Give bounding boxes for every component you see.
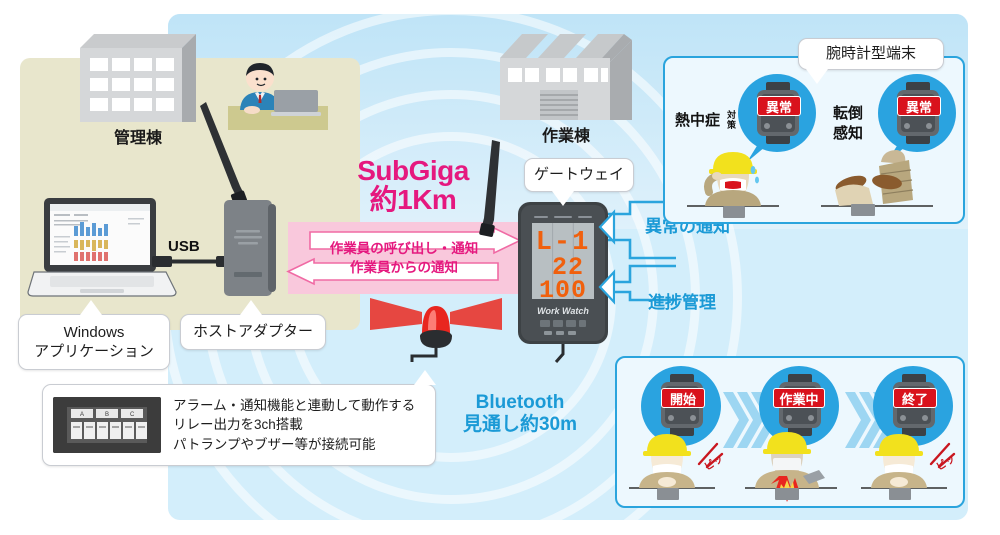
office-building-icon [80,30,196,122]
office-building-label: 管理棟 [113,130,162,147]
relay-output-callout-tail [414,370,436,385]
progress-badge-0: 開始 [661,388,705,408]
svg-text:C: C [130,412,135,418]
progress-badge-2: 終了 [893,388,937,408]
alert-item-label-0: 熱中症 [675,112,721,129]
relay-terminal-photo: A B C [53,397,161,453]
gateway-device: L-1 22 100 Work Watch [518,202,608,363]
subgiga-title: SubGiga [357,155,469,186]
bluetooth-label-block: Bluetooth 見通し約30m [430,392,610,436]
svg-text:L-1: L-1 [536,228,591,258]
windows-app-callout: Windows アプリケーション [18,314,170,370]
host-adapter-callout-tail [240,300,262,315]
alert-badge-0: 異常 [757,96,801,116]
rotating-beacon-icon [370,298,502,362]
windows-app-callout-tail [80,300,102,315]
subgiga-arrow-labels: 作業員の呼び出し・通知 作業員からの通知 [288,228,520,288]
worker-welding-illustration [745,432,837,502]
alert-badge-1: 異常 [897,96,941,116]
worker-fallen-illustration [821,150,933,216]
watch-bubble-tail-0 [747,136,771,162]
connector-bracket-alert [598,200,676,305]
host-adapter-callout-text: ホストアダプター [192,323,313,341]
windows-app-callout-text: Windows アプリケーション [34,323,154,360]
worker-finish-illustration [861,434,947,500]
svg-text:Work Watch: Work Watch [537,306,589,316]
progress-badge-1: 作業中 [773,388,825,408]
bluetooth-range: 見通し約30m [462,413,578,435]
subgiga-bidirectional-arrow [286,226,522,288]
arrow-label-to-worker: 作業員の呼び出し・通知 [329,240,479,256]
wristwatch-terminal-callout: 腕時計型端末 [798,38,944,70]
wristwatch-terminal-callout-text: 腕時計型端末 [825,45,916,63]
wristwatch-terminal-callout-tail [806,69,828,84]
beep-lines-2 [929,442,956,469]
worker-heatstroke-illustration [687,152,779,218]
svg-text:22: 22 [552,253,584,282]
relay-output-callout-text: アラーム・通知機能と連動して動作する リレー出力を3ch搭載 パトランプやブザー… [173,397,416,452]
operator-at-desk-illustration [228,62,328,130]
worker-start-illustration [629,434,715,500]
subgiga-title-block: SubGiga 約1Km [318,156,508,215]
gateway-antenna-icon [478,140,528,240]
windows-laptop-illustration [27,196,177,302]
relay-output-callout: A B C アラーム・通知機能と連動して動作する リレー出力を3ch搭載 パトランプ… [42,384,436,466]
host-adapter-device [224,200,276,296]
factory-building-label: 作業棟 [541,128,590,145]
alert-item-sublabel-0: 対策 [727,110,737,131]
factory-building-icon [500,28,632,120]
svg-text:B: B [105,412,109,418]
host-adapter-callout: ホストアダプター [180,314,326,350]
gateway-callout-tail [552,191,574,206]
arrow-label-from-worker: 作業員からの通知 [350,260,458,275]
bluetooth-title: Bluetooth [475,392,565,413]
svg-text:100: 100 [539,276,587,305]
gateway-callout: ゲートウェイ [524,158,634,192]
connection-label-progress: 進捗管理 [648,293,716,312]
host-adapter-antenna-icon [200,100,260,210]
beep-lines-0 [697,442,724,469]
alert-notification-panel: 熱中症 対策 異常 [663,56,965,224]
usb-label: USB [168,238,200,255]
subgiga-range: 約1Km [369,184,457,216]
progress-management-panel: 開始 ピッ [615,356,965,508]
gateway-callout-text: ゲートウェイ [533,166,624,184]
svg-text:A: A [80,412,84,418]
alert-item-label-1: 転倒 感知 [833,105,864,142]
